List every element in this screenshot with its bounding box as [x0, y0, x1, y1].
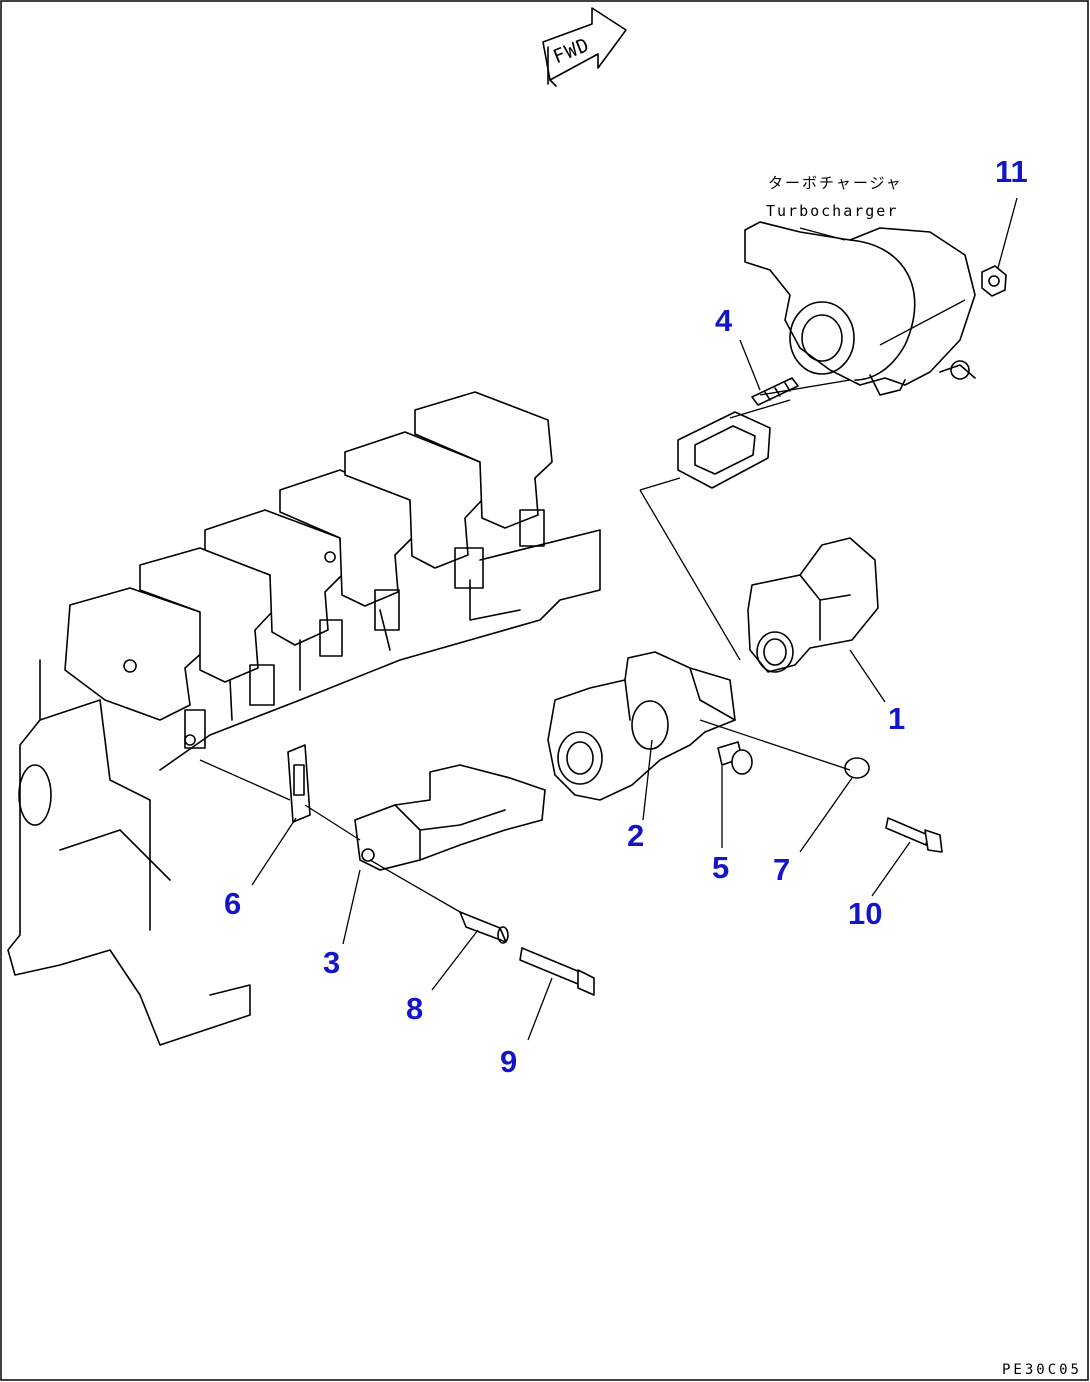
callout-9: 9	[500, 1044, 518, 1079]
callout-3: 3	[323, 945, 341, 980]
part-3-exhaust-manifold	[354, 764, 546, 871]
callout-1: 1	[888, 701, 906, 736]
callout-11: 11	[995, 154, 1028, 189]
turbo-gasket	[677, 411, 771, 489]
callout-6: 6	[224, 886, 242, 921]
part-9-bolt	[519, 947, 595, 996]
callout-2: 2	[627, 818, 645, 853]
part-11-nut	[981, 265, 1007, 297]
engine-block	[7, 391, 601, 1046]
part-10-bolt	[885, 817, 943, 853]
callout-4: 4	[715, 303, 733, 338]
fwd-arrow-icon	[542, 7, 627, 87]
turbocharger-note-jp: ターボチャージャ	[768, 174, 903, 192]
drawing-code: PE30C05	[1001, 1362, 1082, 1378]
assembly-guide-lines	[199, 299, 966, 913]
part-5-plug	[717, 741, 753, 775]
callout-leader-lines	[251, 197, 1018, 1041]
part-4-stud	[751, 377, 799, 406]
callout-5: 5	[712, 850, 730, 885]
callout-8: 8	[406, 991, 424, 1026]
turbocharger	[744, 221, 976, 396]
callout-10: 10	[848, 896, 883, 931]
part-8-sleeve	[459, 911, 509, 944]
turbocharger-note-en: Turbocharger	[766, 202, 899, 220]
part-1-exhaust-manifold	[747, 537, 879, 673]
part-7-spacer	[844, 757, 870, 779]
part-6-gasket	[287, 744, 311, 823]
callout-7: 7	[773, 852, 791, 887]
part-2-exhaust-manifold	[547, 651, 736, 801]
